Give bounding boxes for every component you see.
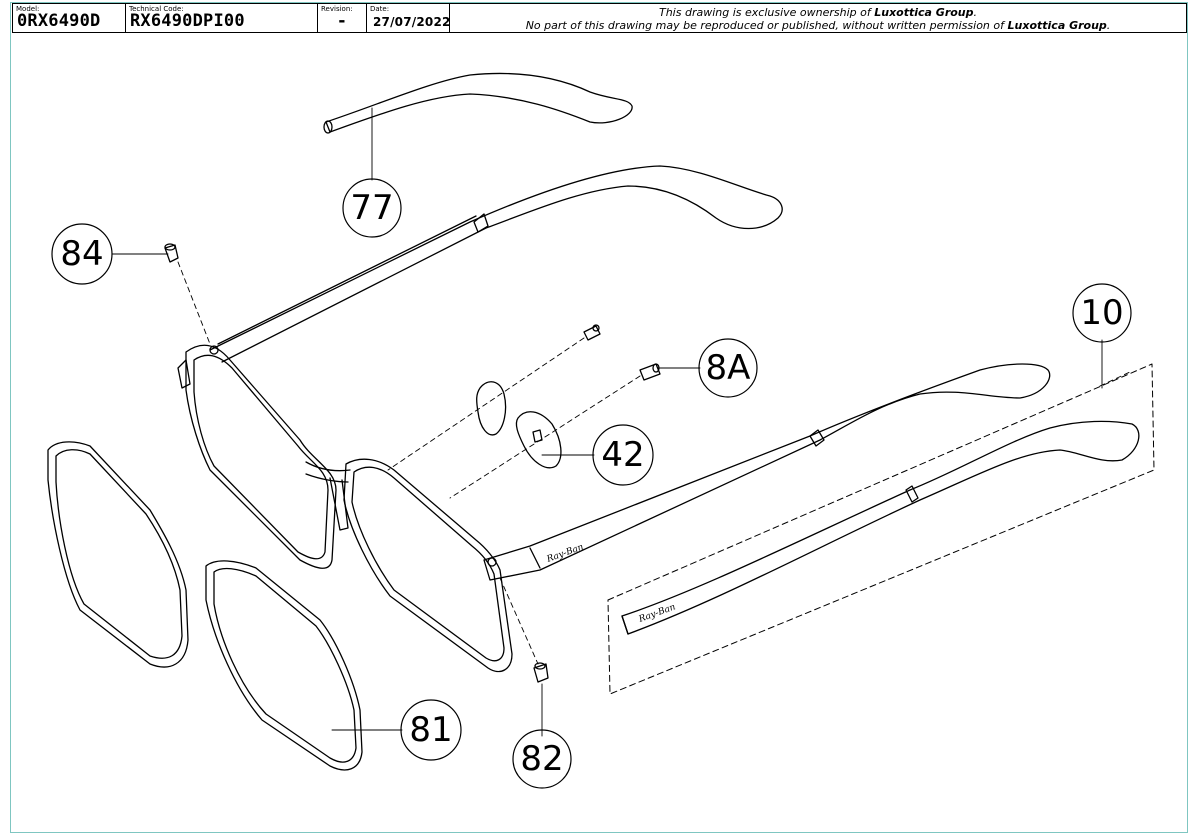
callout-label-81: 81 <box>409 710 453 750</box>
callout-label-10: 10 <box>1080 293 1124 333</box>
spare-temple-part-77 <box>323 72 633 134</box>
right-lens-rim <box>343 458 513 673</box>
nosepad-screw <box>583 324 601 341</box>
notice-line-2-text: No part of this drawing may be reproduce… <box>525 19 1008 32</box>
spare-temple-part-10: Ray-Ban <box>607 363 1155 695</box>
callout-leaders <box>111 107 1103 737</box>
lens-part-81-left <box>47 441 189 668</box>
model-caption: Model: <box>16 5 40 13</box>
technical-code-cell: Technical Code: RX6490DPI00 <box>126 4 318 32</box>
callout-circle-8a <box>698 338 758 398</box>
callout-circles <box>51 178 1132 789</box>
callout-circle-10 <box>1072 283 1132 343</box>
callout-circle-77 <box>342 178 402 238</box>
model-cell: Model: 0RX6490D <box>13 4 126 32</box>
notice-line-1-text: This drawing is exclusive ownership of <box>658 6 875 19</box>
screw-part-82 <box>533 662 549 683</box>
screw-part-84 <box>164 243 179 263</box>
title-block: Model: 0RX6490D Technical Code: RX6490DP… <box>12 3 1187 33</box>
callout-label-8a: 8A <box>705 348 751 388</box>
assembly-dash-lines <box>177 261 1131 665</box>
callout-label-77: 77 <box>350 188 394 228</box>
notice-line-2: No part of this drawing may be reproduce… <box>450 19 1186 32</box>
callout-circle-42 <box>592 424 654 486</box>
revision-caption: Revision: <box>321 5 353 13</box>
nose-pad-part-42 <box>515 411 562 469</box>
revision-value: - <box>336 11 348 31</box>
svg-text:Ray-Ban: Ray-Ban <box>637 602 677 625</box>
notice-line-2-company: Luxottica Group <box>1007 19 1107 32</box>
notice-line-1-company: Luxottica Group <box>874 6 974 19</box>
date-caption: Date: <box>370 5 390 13</box>
lens-part-81-right <box>205 560 363 771</box>
technical-code-value: RX6490DPI00 <box>130 11 245 31</box>
callout-label-42: 42 <box>601 435 645 475</box>
left-lens-rim <box>177 344 337 569</box>
callout-circle-84 <box>51 223 113 285</box>
screw-part-8a <box>639 363 661 381</box>
date-value: 27/07/2022 <box>373 15 451 29</box>
nose-pad-left <box>476 381 507 436</box>
notice-line-1-end: . <box>973 6 978 19</box>
ownership-notice: This drawing is exclusive ownership of L… <box>450 4 1186 32</box>
left-temple-arm <box>209 165 783 363</box>
callout-circle-81 <box>400 699 462 761</box>
notice-line-2-end: . <box>1106 19 1111 32</box>
callout-label-82: 82 <box>520 739 564 779</box>
date-cell: Date: 27/07/2022 <box>367 4 450 32</box>
drawing-sheet-border <box>10 2 1188 833</box>
notice-line-1: This drawing is exclusive ownership of L… <box>450 6 1186 19</box>
callout-label-84: 84 <box>60 234 104 274</box>
revision-cell: Revision: - <box>318 4 367 32</box>
svg-text:Ray-Ban: Ray-Ban <box>545 542 585 565</box>
model-value: 0RX6490D <box>17 11 101 31</box>
technical-code-caption: Technical Code: <box>129 5 184 13</box>
callout-circle-82 <box>512 729 572 789</box>
